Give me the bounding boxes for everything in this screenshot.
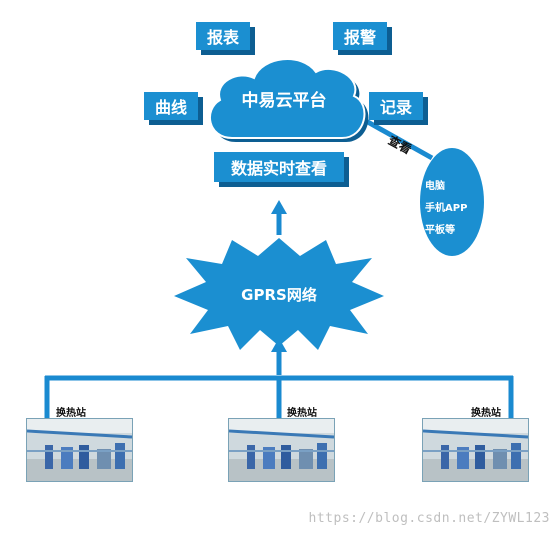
station-photo-1 xyxy=(26,418,133,482)
tag-record-label: 记录 xyxy=(379,98,412,117)
tag-curve-label: 曲线 xyxy=(154,98,187,117)
network-label: GPRS网络 xyxy=(241,286,317,304)
station-label-3: 换热站 xyxy=(471,408,501,419)
device-ellipse xyxy=(420,148,484,256)
tag-report: 报表 xyxy=(196,22,250,50)
tag-realtime-label: 数据实时查看 xyxy=(230,159,327,178)
watermark: https://blog.csdn.net/ZYWL123 xyxy=(308,511,550,526)
device-mobile-app: 手机APP xyxy=(425,203,468,214)
station-label-1: 换热站 xyxy=(56,408,86,419)
station-photo-3 xyxy=(422,418,529,482)
tag-alarm-label: 报警 xyxy=(343,28,376,47)
tag-alarm: 报警 xyxy=(333,22,387,50)
tag-report-label: 报表 xyxy=(206,28,239,47)
device-pc: 电脑 xyxy=(425,181,445,192)
network-burst xyxy=(174,238,384,350)
station-photo-2 xyxy=(228,418,335,482)
tag-curve: 曲线 xyxy=(144,92,198,120)
arrow-up-head xyxy=(271,200,287,214)
station-label-2: 换热站 xyxy=(287,408,317,419)
tag-record: 记录 xyxy=(369,92,423,120)
tag-realtime: 数据实时查看 xyxy=(214,152,344,182)
device-tablet: 平板等 xyxy=(425,225,455,236)
cloud-label: 中易云平台 xyxy=(241,91,327,111)
cloud-shape xyxy=(209,58,369,142)
